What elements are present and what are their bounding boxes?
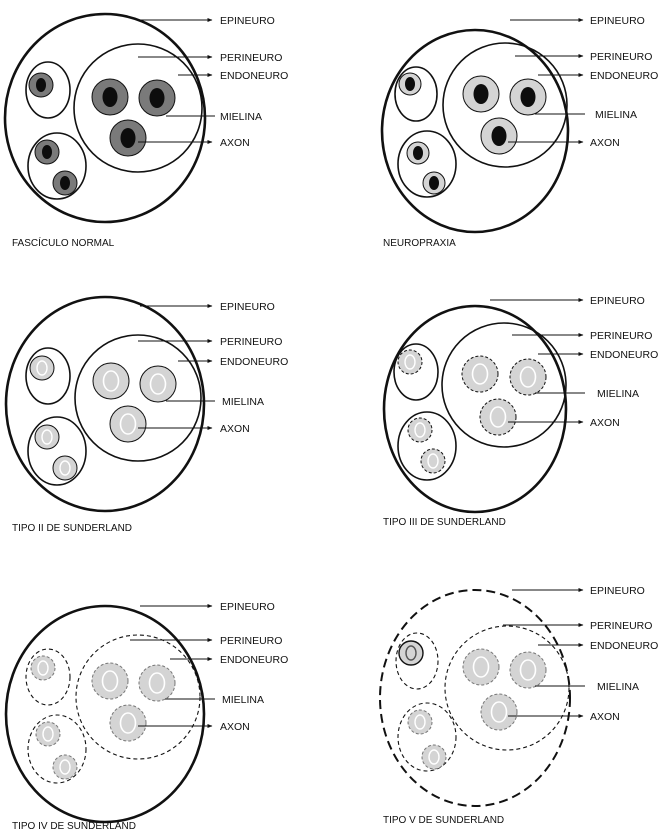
label-endoneuro: ENDONEURO	[220, 356, 288, 368]
nerve-fiber	[110, 705, 146, 741]
panel-caption: TIPO III DE SUNDERLAND	[383, 517, 506, 528]
label-endoneuro: ENDONEURO	[590, 70, 658, 82]
label-endoneuro: ENDONEURO	[220, 654, 288, 666]
epineurium	[380, 590, 570, 806]
label-mielina: MIELINA	[597, 681, 639, 693]
epineurium	[5, 14, 205, 222]
label-endoneuro: ENDONEURO	[220, 70, 288, 82]
nerve-fiber	[421, 449, 445, 473]
label-mielina: MIELINA	[222, 694, 264, 706]
label-perineuro: PERINEURO	[590, 330, 652, 342]
nerve-fiber	[139, 80, 175, 116]
nerve-fiber	[110, 406, 146, 442]
label-perineuro: PERINEURO	[220, 336, 282, 348]
label-endoneuro: ENDONEURO	[590, 640, 658, 652]
panel-neuropraxia: EPINEURO PERINEURO ENDONEURO MIELINA AXO…	[382, 15, 658, 249]
nerve-fiber	[462, 356, 498, 392]
panel-caption: TIPO II DE SUNDERLAND	[12, 523, 132, 534]
label-axon: AXON	[220, 721, 250, 733]
nerve-fiber	[93, 363, 129, 399]
panel-tipo-iv: EPINEURO PERINEURO ENDONEURO MIELINA AXO…	[6, 601, 288, 832]
nerve-fiber	[463, 76, 499, 112]
nerve-fiber	[110, 120, 146, 156]
label-perineuro: PERINEURO	[220, 635, 282, 647]
nerve-fiber	[35, 425, 59, 449]
nerve-fiber	[35, 140, 59, 164]
label-perineuro: PERINEURO	[220, 52, 282, 64]
epineurium	[382, 30, 568, 232]
nerve-fiber	[510, 652, 546, 688]
label-mielina: MIELINA	[222, 396, 264, 408]
nerve-fiber	[408, 710, 432, 734]
panel-caption: TIPO IV DE SUNDERLAND	[12, 821, 136, 832]
nerve-fiber	[407, 142, 429, 164]
nerve-fiber	[422, 745, 446, 769]
label-epineuro: EPINEURO	[220, 15, 275, 27]
nerve-fiber	[53, 456, 77, 480]
epineurium	[6, 297, 204, 511]
nerve-fiber	[510, 79, 546, 115]
nerve-fiber	[31, 656, 55, 680]
nerve-fiber	[408, 418, 432, 442]
panel-tipo-iii: EPINEURO PERINEURO ENDONEURO MIELINA AXO…	[383, 295, 658, 528]
nerve-fiber	[463, 649, 499, 685]
nerve-fiber	[399, 73, 421, 95]
label-endoneuro: ENDONEURO	[590, 349, 658, 361]
nerve-fiber	[36, 722, 60, 746]
label-axon: AXON	[590, 711, 620, 723]
label-mielina: MIELINA	[595, 109, 637, 121]
label-epineuro: EPINEURO	[220, 601, 275, 613]
panel-caption: NEUROPRAXIA	[383, 238, 456, 249]
panel-caption: FASCÍCULO NORMAL	[12, 236, 115, 249]
panel-normal: EPINEURO PERINEURO ENDONEURO MIELINA AXO…	[5, 14, 288, 249]
nerve-fiber	[30, 356, 54, 380]
label-axon: AXON	[590, 417, 620, 429]
fascicle-large	[75, 335, 201, 461]
label-axon: AXON	[590, 137, 620, 149]
epineurium	[6, 606, 204, 822]
nerve-fiber	[510, 359, 546, 395]
label-epineuro: EPINEURO	[590, 15, 645, 27]
nerve-fiber	[139, 665, 175, 701]
epineurium	[384, 306, 566, 512]
panel-caption: TIPO V DE SUNDERLAND	[383, 815, 504, 826]
label-epineuro: EPINEURO	[590, 295, 645, 307]
nerve-fiber	[92, 79, 128, 115]
nerve-fiber	[53, 171, 77, 195]
nerve-fiber	[92, 663, 128, 699]
nerve-fiber	[140, 366, 176, 402]
label-perineuro: PERINEURO	[590, 620, 652, 632]
label-epineuro: EPINEURO	[590, 585, 645, 597]
label-axon: AXON	[220, 423, 250, 435]
label-mielina: MIELINA	[220, 111, 262, 123]
label-perineuro: PERINEURO	[590, 51, 652, 63]
label-axon: AXON	[220, 137, 250, 149]
nerve-fiber	[481, 118, 517, 154]
panel-tipo-v: EPINEURO PERINEURO ENDONEURO MIELINA AXO…	[380, 585, 658, 826]
fascicle-large	[76, 635, 200, 759]
label-epineuro: EPINEURO	[220, 301, 275, 313]
nerve-fiber	[480, 399, 516, 435]
nerve-fiber	[423, 172, 445, 194]
nerve-fiber	[399, 641, 423, 665]
nerve-fiber	[53, 755, 77, 779]
nerve-fiber	[481, 694, 517, 730]
nerve-fiber	[398, 350, 422, 374]
panel-tipo-ii: EPINEURO PERINEURO ENDONEURO MIELINA AXO…	[6, 297, 288, 534]
label-mielina: MIELINA	[597, 388, 639, 400]
nerve-fiber	[29, 73, 53, 97]
